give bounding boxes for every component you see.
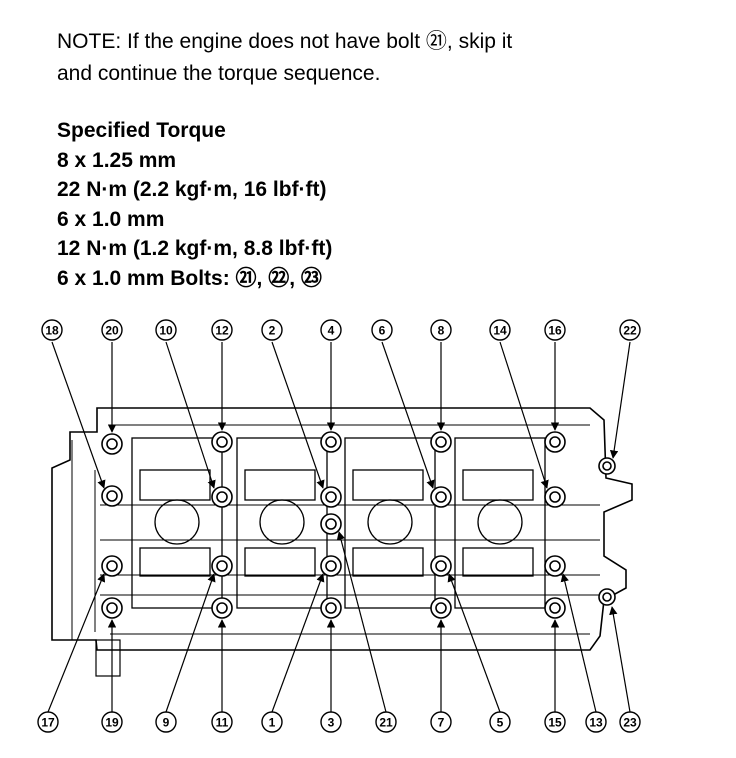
bolt-9 [211,555,233,577]
svg-text:22: 22 [623,324,637,338]
svg-text:13: 13 [589,716,603,730]
svg-text:14: 14 [493,324,507,338]
svg-text:1: 1 [269,716,276,730]
bottom-labels: 17 19 9 11 1 3 21 7 5 15 13 23 [37,711,641,733]
label-7: 7 [430,711,452,733]
bolt-4 [320,431,342,453]
leader-lines [47,341,631,713]
label-5: 5 [489,711,511,733]
specs-line-1: 8 x 1.25 mm [57,148,177,172]
label-4: 4 [320,319,342,341]
bolt-20 [101,433,123,455]
svg-text:18: 18 [45,324,59,338]
note-line-2: and continue the torque sequence. [57,62,381,85]
bolt-16 [544,431,566,453]
specs-line-3: 6 x 1.0 mm [57,207,165,231]
svg-text:19: 19 [105,716,119,730]
label-9: 9 [155,711,177,733]
bolt-6 [430,486,452,508]
svg-text:15: 15 [548,716,562,730]
camshaft-bearings [100,504,600,596]
bolt-2 [320,486,342,508]
svg-text:21: 21 [379,716,393,730]
svg-text:17: 17 [41,716,55,730]
bolt-11 [211,597,233,619]
bolt-7 [430,597,452,619]
specified-torque-block: Specified Torque 8 x 1.25 mm 22 N·m (2.2… [57,116,717,293]
svg-text:7: 7 [438,716,445,730]
svg-text:11: 11 [216,716,229,730]
svg-text:8: 8 [438,324,445,338]
label-2: 2 [261,319,283,341]
bolts [101,431,616,619]
label-19: 19 [101,711,123,733]
bolt-3 [320,597,342,619]
svg-text:3: 3 [328,716,335,730]
label-14: 14 [489,319,511,341]
svg-text:5: 5 [497,716,504,730]
svg-text:16: 16 [548,324,562,338]
label-8: 8 [430,319,452,341]
specs-line-2: 22 N·m (2.2 kgf·m, 16 lbf·ft) [57,178,327,201]
cylinder-head-bolt-diagram: 18 20 10 12 2 4 6 8 14 16 22 17 19 9 11 … [37,319,641,733]
bolt-15 [544,597,566,619]
specs-line-5: 6 x 1.0 mm Bolts: ㉑, ㉒, ㉓ [57,266,322,290]
label-21: 21 [375,711,397,733]
label-6: 6 [371,319,393,341]
label-20: 20 [101,319,123,341]
label-17: 17 [37,711,59,733]
bolt-17 [101,555,123,577]
label-12: 12 [211,319,233,341]
note-line-1: NOTE: If the engine does not have bolt ㉑… [57,30,513,53]
label-10: 10 [155,319,177,341]
bolt-14 [544,486,566,508]
svg-text:10: 10 [159,324,173,338]
label-16: 16 [544,319,566,341]
bolt-18 [101,485,123,507]
specs-heading: Specified Torque [57,119,226,142]
bolt-12 [211,431,233,453]
label-22: 22 [619,319,641,341]
cylinder-head-outline [51,407,633,677]
svg-text:20: 20 [105,324,119,338]
label-1: 1 [261,711,283,733]
bolt-8 [430,431,452,453]
svg-text:4: 4 [328,324,335,338]
bolt-22 [598,457,616,475]
bolt-21 [320,513,342,535]
specs-line-4: 12 N·m (1.2 kgf·m, 8.8 lbf·ft) [57,237,333,260]
svg-text:23: 23 [623,716,637,730]
svg-text:2: 2 [269,324,276,338]
top-labels: 18 20 10 12 2 4 6 8 14 16 22 [41,319,641,341]
label-13: 13 [585,711,607,733]
label-18: 18 [41,319,63,341]
bolt-5 [430,555,452,577]
svg-text:6: 6 [379,324,386,338]
svg-text:12: 12 [215,324,229,338]
label-11: 11 [211,711,233,733]
bolt-23 [598,588,616,606]
label-3: 3 [320,711,342,733]
bolt-1 [320,555,342,577]
bolt-13 [544,555,566,577]
note-text: NOTE: If the engine does not have bolt ㉑… [57,26,717,90]
label-23: 23 [619,711,641,733]
bolt-19 [101,597,123,619]
label-15: 15 [544,711,566,733]
bolt-10 [211,486,233,508]
svg-text:9: 9 [163,716,170,730]
